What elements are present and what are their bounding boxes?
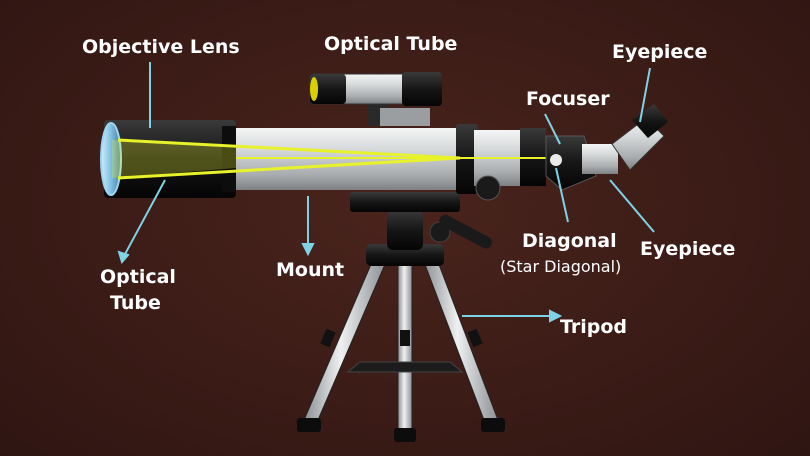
accessory-tray	[346, 361, 464, 373]
label-focuser: Focuser	[526, 88, 610, 110]
tripod-group	[297, 210, 505, 442]
label-objective-lens: Objective Lens	[82, 36, 240, 58]
tripod-foot	[481, 418, 505, 432]
label-eyepiece-top: Eyepiece	[612, 41, 708, 63]
label-tripod: Tripod	[560, 316, 628, 338]
focus-knob	[475, 175, 501, 201]
label-optical-tube-left-2: Tube	[110, 292, 161, 314]
mount-plate	[350, 192, 460, 212]
objective-lens	[100, 122, 122, 196]
tripod-clamp	[320, 328, 336, 348]
pan-handle	[439, 214, 492, 249]
tripod-foot	[297, 418, 321, 432]
label-optical-tube-top: Optical Tube	[324, 33, 458, 55]
tripod-leg-left	[303, 261, 387, 421]
callout-lines	[117, 62, 655, 323]
tripod-clamp	[467, 328, 483, 348]
label-diagonal-sub: (Star Diagonal)	[500, 257, 622, 276]
main-tube	[100, 120, 548, 201]
tripod-head	[366, 244, 444, 266]
tripod-foot	[394, 428, 416, 442]
label-eyepiece-right: Eyepiece	[640, 238, 736, 260]
diagonal-assembly	[545, 104, 668, 191]
finder-scope	[309, 72, 442, 126]
tripod-column	[387, 210, 423, 250]
tripod-clamp	[400, 330, 410, 346]
label-diagonal: Diagonal	[522, 230, 617, 252]
label-optical-tube-left-1: Optical	[100, 266, 176, 288]
eyepiece-cap	[632, 104, 668, 138]
tripod-leg-right	[423, 261, 499, 421]
label-mount: Mount	[276, 259, 345, 281]
